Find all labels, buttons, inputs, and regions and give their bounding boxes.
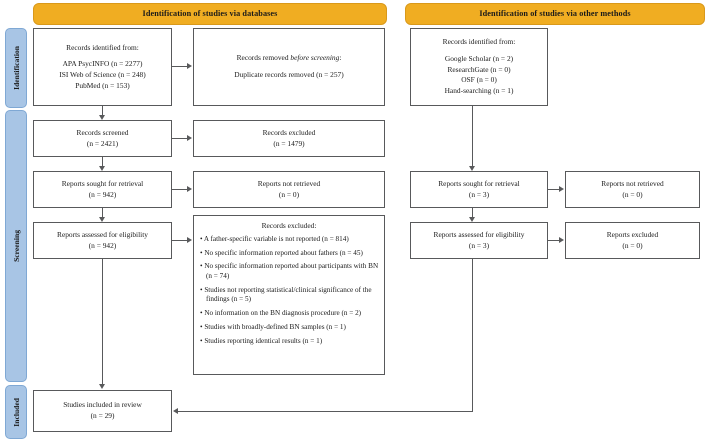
box-reports-not-retrieved-other: Reports not retrieved (n = 0)	[565, 171, 700, 208]
connector-other-sought-to-assessed	[472, 208, 473, 219]
connector-screened-to-excluded	[172, 138, 188, 139]
reports-not-retrieved-count: (n = 0)	[278, 189, 300, 199]
before-screening-emphasis: before screening	[290, 53, 340, 63]
connector-other-assessed-to-included-horizontal	[178, 411, 472, 412]
source-researchgate: ResearchGate (n = 0)	[447, 64, 511, 74]
box-reports-sought-other: Reports sought for retrieval (n = 3)	[410, 171, 548, 208]
reports-sought-count: (n = 942)	[88, 189, 117, 199]
arrow-sought-to-not-retrieved	[187, 186, 192, 192]
box-reports-sought-databases: Reports sought for retrieval (n = 942)	[33, 171, 172, 208]
box-records-identified-databases: Records identified from: APA PsycINFO (n…	[33, 28, 172, 106]
source-osf: OSF (n = 0)	[461, 75, 497, 85]
arrow-identified-to-removed	[187, 63, 192, 69]
box-records-excluded-count: Records excluded (n = 1479)	[193, 120, 385, 157]
studies-included-count: (n = 29)	[90, 411, 115, 420]
box-records-excluded-reasons: Records excluded: • A father-specific va…	[193, 215, 385, 375]
stage-included: Included	[5, 385, 27, 439]
connector-assessed-to-included	[102, 259, 103, 386]
records-removed-title: Records removed before screening:	[236, 53, 342, 63]
arrow-identified-to-screened	[99, 115, 105, 120]
box-reports-excluded-other: Reports excluded (n = 0)	[565, 222, 700, 259]
arrow-screened-to-sought	[99, 166, 105, 171]
exclusion-reason: • A father-specific variable is not repo…	[200, 234, 349, 243]
box-reports-assessed-other: Reports assessed for eligibility (n = 3)	[410, 222, 548, 259]
source-psycinfo: APA PsycINFO (n = 2277)	[62, 59, 143, 69]
connector-sought-to-assessed	[102, 208, 103, 219]
box-records-removed: Records removed before screening: Duplic…	[193, 28, 385, 106]
stage-identification: Identification	[5, 28, 27, 108]
records-excluded-reasons-title: Records excluded:	[261, 221, 317, 230]
records-screened-label: Records screened	[76, 127, 129, 137]
other-sought-count: (n = 3)	[468, 189, 490, 199]
other-identified-title: Records identified from:	[442, 37, 516, 47]
records-excluded-label: Records excluded	[262, 127, 316, 137]
stage-screening-label: Screening	[11, 230, 21, 262]
reports-assessed-count: (n = 942)	[88, 240, 117, 250]
arrow-screened-to-excluded	[187, 135, 192, 141]
studies-included-label: Studies included in review	[63, 400, 142, 410]
source-pubmed: PubMed (n = 153)	[75, 80, 130, 90]
other-assessed-count: (n = 3)	[468, 240, 490, 250]
arrow-assessed-to-included	[99, 384, 105, 389]
records-screened-count: (n = 2421)	[86, 138, 119, 148]
stage-screening: Screening	[5, 110, 27, 382]
arrow-other-identified-to-sought	[469, 166, 475, 171]
connector-sought-to-not-retrieved	[172, 189, 188, 190]
other-excluded-label: Reports excluded	[606, 229, 659, 239]
arrow-other-sought-to-assessed	[469, 217, 475, 222]
header-other-methods-label: Identification of studies via other meth…	[479, 9, 631, 19]
box-reports-assessed-databases: Reports assessed for eligibility (n = 94…	[33, 222, 172, 259]
source-google-scholar: Google Scholar (n = 2)	[444, 53, 514, 63]
source-isi-web-of-science: ISI Web of Science (n = 248)	[59, 70, 146, 79]
arrow-other-assessed-to-excluded	[559, 237, 564, 243]
header-other-methods: Identification of studies via other meth…	[405, 3, 705, 25]
other-not-retrieved-label: Reports not retrieved	[601, 178, 664, 188]
records-excluded-count: (n = 1479)	[273, 138, 305, 148]
exclusion-reason: • Studies not reporting statistical/clin…	[200, 285, 372, 304]
other-not-retrieved-count: (n = 0)	[622, 189, 643, 199]
connector-screened-to-sought	[102, 157, 103, 168]
other-sought-label: Reports sought for retrieval	[438, 178, 520, 188]
reports-assessed-label: Reports assessed for eligibility	[57, 229, 148, 239]
connector-other-assessed-to-excluded	[548, 240, 560, 241]
reports-not-retrieved-label: Reports not retrieved	[257, 178, 321, 188]
exclusion-reason: • No specific information reported about…	[200, 262, 379, 280]
header-databases: Identification of studies via databases	[33, 3, 387, 25]
box-studies-included-in-review: Studies included in review (n = 29)	[33, 390, 172, 432]
exclusion-reason: • No information on the BN diagnosis pro…	[200, 308, 362, 317]
connector-identified-to-screened	[102, 106, 103, 117]
arrow-sought-to-assessed	[99, 217, 105, 222]
box-reports-not-retrieved-databases: Reports not retrieved (n = 0)	[193, 171, 385, 208]
records-identified-title: Records identified from:	[66, 42, 139, 52]
arrow-other-to-included	[173, 408, 178, 414]
arrow-assessed-to-excluded-reasons	[187, 237, 192, 243]
stage-identification-label: Identification	[11, 46, 21, 90]
connector-assessed-to-excluded-reasons	[172, 240, 188, 241]
other-assessed-label: Reports assessed for eligibility	[433, 229, 525, 239]
box-records-screened: Records screened (n = 2421)	[33, 120, 172, 157]
duplicate-records-removed: Duplicate records removed (n = 257)	[234, 70, 344, 79]
connector-other-sought-to-not-retrieved	[548, 189, 560, 190]
connector-other-identified-to-sought	[472, 106, 473, 168]
exclusion-reason: • Studies reporting identical results (n…	[200, 336, 323, 345]
connector-other-assessed-to-included-vertical	[472, 259, 473, 412]
stage-included-label: Included	[11, 397, 21, 427]
connector-identified-to-removed	[172, 66, 188, 67]
reports-sought-label: Reports sought for retrieval	[61, 178, 144, 188]
source-hand-searching: Hand-searching (n = 1)	[444, 86, 514, 96]
other-excluded-count: (n = 0)	[622, 240, 643, 250]
exclusion-reason: • No specific information reported about…	[200, 248, 363, 257]
box-records-identified-other: Records identified from: Google Scholar …	[410, 28, 548, 106]
arrow-other-sought-to-not-retrieved	[559, 186, 564, 192]
exclusion-reason: • Studies with broadly-defined BN sample…	[200, 322, 346, 331]
header-databases-label: Identification of studies via databases	[142, 9, 278, 19]
